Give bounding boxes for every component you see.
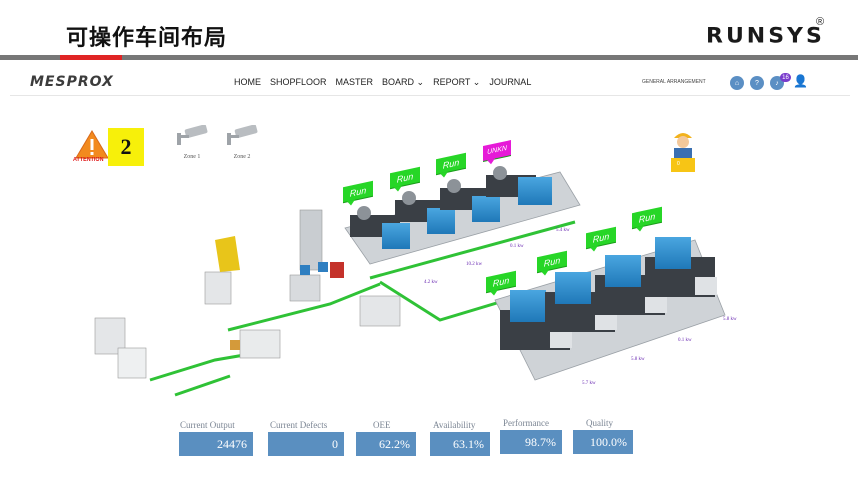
nav-master[interactable]: MASTER xyxy=(335,77,374,87)
home-icon[interactable]: ⌂ xyxy=(730,76,744,90)
app-logo[interactable]: MESPROX xyxy=(30,74,114,90)
nav-report[interactable]: REPORT ⌄ xyxy=(433,77,481,87)
kpi-label: OEE xyxy=(373,420,391,430)
kpi-label: Performance xyxy=(503,418,549,428)
assembly-line xyxy=(94,209,401,379)
registered-mark: ® xyxy=(816,16,825,28)
user-icon[interactable]: 👤 xyxy=(793,74,808,88)
zone-2-camera[interactable]: Zone 2 xyxy=(222,124,262,160)
brand-logo: RUNSYS xyxy=(706,24,825,49)
power-reading: 4.2 kw xyxy=(424,280,438,285)
slide-title: 可操作车间布局 xyxy=(66,26,228,51)
power-reading: 10.2 kw xyxy=(466,262,483,267)
zone-2-label: Zone 2 xyxy=(233,154,251,160)
header-accent xyxy=(60,55,122,60)
nav-journal[interactable]: JOURNAL xyxy=(489,77,532,87)
nav-shopfloor[interactable]: SHOPFLOOR xyxy=(270,77,327,87)
kpi-value: 0 xyxy=(268,432,344,456)
camera-icon xyxy=(227,124,258,145)
power-reading: 0.1 kw xyxy=(510,244,524,249)
attention-count[interactable]: 2 xyxy=(108,128,144,166)
kpi-value: 24476 xyxy=(179,432,253,456)
power-reading: 0.1 kw xyxy=(678,338,692,343)
kpi-label: Availability xyxy=(433,420,476,430)
notification-badge: 16 xyxy=(780,73,791,82)
kpi-value: 63.1% xyxy=(430,432,490,456)
zone-1-camera[interactable]: Zone 1 xyxy=(172,124,212,160)
kpi-label: Current Defects xyxy=(270,420,328,430)
power-reading: 5.4 kw xyxy=(556,228,570,233)
factory-layout-illustration xyxy=(94,166,726,397)
zone-1-label: Zone 1 xyxy=(183,154,201,160)
nav-board[interactable]: BOARD ⌄ xyxy=(382,77,425,87)
nav-home[interactable]: HOME xyxy=(234,77,261,87)
kpi-label: Current Output xyxy=(180,420,235,430)
worker-count: 0 xyxy=(677,161,680,167)
machines-back-row xyxy=(350,166,552,249)
attention-label: ATTENTION xyxy=(73,157,104,163)
header-divider xyxy=(0,55,858,60)
kpi-value: 62.2% xyxy=(356,432,416,456)
app-navbar: MESPROX HOME SHOPFLOOR MASTER BOARD ⌄ RE… xyxy=(0,72,858,94)
warning-icon xyxy=(75,130,109,159)
help-icon[interactable]: ? xyxy=(750,76,764,90)
machines-front-row xyxy=(500,237,717,350)
kpi-value: 98.7% xyxy=(500,430,562,454)
general-arrangement-label[interactable]: GENERAL ARRANGEMENT xyxy=(642,79,706,85)
power-reading: 5.7 kw xyxy=(582,381,596,386)
kpi-value: 100.0% xyxy=(573,430,633,454)
power-reading: 5.8 kw xyxy=(631,357,645,362)
kpi-label: Quality xyxy=(586,418,613,428)
camera-icon xyxy=(177,124,208,145)
navbar-divider xyxy=(10,95,850,96)
nav-menu: HOME SHOPFLOOR MASTER BOARD ⌄ REPORT ⌄ J… xyxy=(234,77,531,88)
worker-icon[interactable] xyxy=(668,128,698,174)
power-reading: 5.8 kw xyxy=(723,317,737,322)
